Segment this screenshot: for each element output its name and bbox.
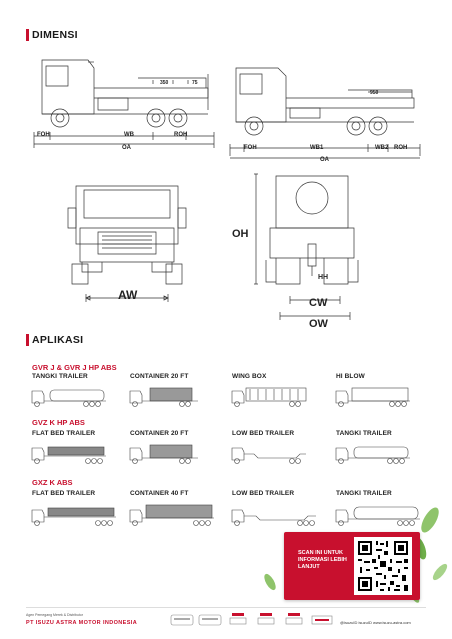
side-view-truck-1	[33, 59, 215, 148]
dim-foh-2: FOH	[244, 145, 257, 151]
app-label-2-1: FLAT BED TRAILER	[32, 430, 96, 437]
app-label-1-2: CONTAINER 20 FT	[130, 373, 189, 380]
dim-wb2: WB2	[375, 145, 389, 151]
app-label-3-2: CONTAINER 40 FT	[130, 490, 189, 497]
dim-oa-2: OA	[320, 157, 329, 163]
dim-950: 950	[370, 90, 379, 96]
thumb-container-40ft	[129, 504, 214, 526]
dim-foh-1: FOH	[37, 132, 50, 138]
app-label-1-1: TANGKI TRAILER	[32, 373, 88, 380]
group-title-2: GVZ K HP ABS	[32, 418, 85, 427]
dim-hh: HH	[318, 274, 329, 281]
app-label-3-3: LOW BED TRAILER	[232, 490, 295, 497]
app-label-2-3: LOW BED TRAILER	[232, 430, 295, 437]
app-label-2-2: CONTAINER 20 FT	[130, 430, 189, 437]
dim-ow: OW	[309, 318, 328, 330]
thumb-tangki-trailer-2	[335, 446, 410, 464]
app-label-3-4: TANGKI TRAILER	[336, 490, 392, 497]
dimensi-title: DIMENSI	[32, 29, 78, 41]
thumb-flat-bed-trailer-2	[31, 446, 106, 464]
dim-roh-2: ROH	[394, 145, 408, 151]
footer-logo-6	[311, 615, 333, 625]
group-title-1: GVR J & GVR J HP ABS	[32, 363, 117, 372]
decorative-leaf-left	[264, 573, 276, 591]
thumb-tangki-trailer-1	[31, 389, 106, 407]
thumb-container-20ft-1	[129, 387, 198, 407]
group-title-3: GXZ K ABS	[32, 478, 73, 487]
dim-cw: CW	[309, 297, 328, 309]
aplikasi-title: APLIKASI	[32, 334, 84, 346]
app-label-3-1: FLAT BED TRAILER	[32, 490, 96, 497]
dim-oa-1: OA	[122, 145, 131, 151]
rear-view-truck	[254, 173, 359, 320]
thumb-tangki-trailer-3	[335, 506, 420, 526]
dim-350: 350	[160, 80, 169, 86]
footer-company: PT ISUZU ASTRA MOTOR INDONESIA	[26, 620, 138, 626]
thumb-hi-blow	[335, 387, 410, 407]
qr-code-icon[interactable]	[354, 537, 412, 595]
app-label-2-4: TANGKI TRAILER	[336, 430, 392, 437]
footer-logo-4	[257, 613, 275, 625]
dim-wb1: WB1	[310, 145, 324, 151]
footer-logo-5	[285, 613, 303, 625]
thumb-low-bed-trailer-3	[231, 509, 316, 526]
dim-75: 75	[192, 80, 198, 86]
footer-dealer-note: Agen Pemegang Merek & Distributor	[26, 613, 83, 617]
app-label-1-3: WING BOX	[232, 373, 267, 380]
thumb-container-20ft-2	[129, 444, 198, 464]
front-view-truck	[67, 185, 187, 302]
dim-wb-1: WB	[124, 132, 134, 138]
thumb-wing-box	[231, 387, 307, 407]
dim-oh: OH	[232, 228, 249, 240]
qr-caption: SCAN INI UNTUK INFORMASI LEBIH LANJUT	[298, 550, 347, 570]
footer-divider	[26, 607, 426, 608]
app-label-1-4: HI BLOW	[336, 373, 365, 380]
footer-logo-1	[170, 614, 194, 626]
side-view-truck-2	[229, 67, 421, 159]
dim-aw: AW	[118, 288, 138, 302]
thumb-flat-bed-trailer-3	[31, 507, 116, 526]
footer-social-links[interactable]: @isuzuID isuzuID www.isuzu-astra.com	[340, 620, 411, 625]
aplikasi-accent-bar	[26, 334, 29, 346]
footer-logo-3	[229, 613, 247, 625]
dimensi-accent-bar	[26, 29, 29, 41]
thumb-low-bed-trailer-2	[231, 447, 306, 464]
dim-roh-1: ROH	[174, 132, 188, 138]
qr-card[interactable]: SCAN INI UNTUK INFORMASI LEBIH LANJUT	[284, 532, 420, 600]
footer-logo-2	[198, 614, 222, 626]
